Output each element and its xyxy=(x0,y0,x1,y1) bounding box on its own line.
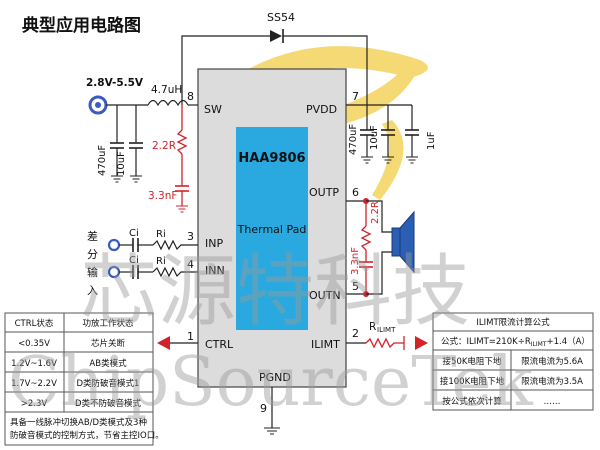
ilimt-formula-table xyxy=(432,312,594,411)
ctrl-table-header-2: 功放工作状态 xyxy=(82,318,134,329)
ctrl-table-header-1: CTRL状态 xyxy=(15,318,54,329)
pin-inp-label: INP xyxy=(205,237,223,250)
output-snubber-cap-label: 3.3nF xyxy=(350,247,361,275)
pin-number-4: 4 xyxy=(187,258,194,271)
ctrl-state-table xyxy=(4,312,154,446)
page-title: 典型应用电路图 xyxy=(22,15,141,36)
output-cap-10uf-label: 10uF xyxy=(369,125,380,150)
ilimt-table-title: ILIMT限流计算公式 xyxy=(476,317,550,328)
pin-number-5: 5 xyxy=(352,280,359,293)
ilimt-table-cell: 接50K电阻下地 xyxy=(443,356,502,367)
chip-body xyxy=(197,68,347,388)
pin-number-6: 6 xyxy=(352,186,359,199)
sw-snubber xyxy=(175,105,189,213)
watermark-en: ChipSourceTek xyxy=(8,343,534,422)
diff-input-char-4: 入 xyxy=(87,284,98,297)
ilimt-table-cell: 限流电流为5.6A xyxy=(521,356,583,367)
output-snubber xyxy=(359,201,373,294)
chip-inner-pad xyxy=(236,127,308,330)
ground-symbol xyxy=(111,175,142,183)
pin-number-7: 7 xyxy=(352,90,359,103)
pin-pvdd-label: PVDD xyxy=(306,103,337,116)
pin-number-9: 9 xyxy=(260,402,267,415)
ctrl-table-cell: D类不防破音模式 xyxy=(75,398,142,409)
ilimt-table-formula: 公式：ILIMT=210K÷RILIMT+1.4（A） xyxy=(441,336,590,348)
pin-inn-label: INN xyxy=(205,264,225,277)
ilimt-arrow-icon xyxy=(415,336,428,350)
input-cap-ci-n xyxy=(119,265,153,279)
watermark-cn: 芯源特科技 xyxy=(80,247,470,337)
sw-snubber-cap-label: 3.3nF xyxy=(148,190,177,202)
input-cap-10uf-label: 10uF xyxy=(116,151,127,176)
ctrl-table-note-line-1: 具备一线脉冲切换AB/D类模式及3种 xyxy=(10,417,147,428)
ctrl-arrow-icon xyxy=(157,336,170,350)
output-snubber-resistor-label: 2.2R xyxy=(370,201,381,224)
ctrl-table-cell: AB类模式 xyxy=(89,358,127,369)
pin-number-3: 3 xyxy=(187,230,194,243)
pin-outp-label: OUTP xyxy=(309,186,339,199)
ilimt-table-cell: 按公式依次计算 xyxy=(442,396,502,407)
pin-number-2: 2 xyxy=(352,327,359,340)
thermal-pad-label: Thermal Pad xyxy=(237,223,307,236)
speaker-icon xyxy=(391,210,415,274)
output-capacitor-10uf xyxy=(381,105,395,164)
output-capacitor-1uf xyxy=(405,105,419,164)
chip-name: HAA9806 xyxy=(238,151,305,166)
pin-sw-label: SW xyxy=(204,103,222,116)
ci-label-p: Ci xyxy=(129,228,139,239)
ctrl-table-cell: >2.3V xyxy=(21,399,48,409)
output-cap-1uf-label: 1uF xyxy=(426,131,437,150)
inductor-label: 4.7uH xyxy=(151,84,182,96)
ri-label-n: Ri xyxy=(156,256,166,267)
ilimt-table-cell: 限流电流为3.5A xyxy=(521,376,583,387)
rilimt-resistor xyxy=(365,336,405,350)
pin-ilimt-label: ILIMT xyxy=(311,338,340,351)
sw-snubber-resistor-label: 2.2R xyxy=(152,140,176,152)
pin-pgnd-label: PGND xyxy=(259,371,291,384)
ri-label-p: Ri xyxy=(156,229,166,240)
diode-label: SS54 xyxy=(267,11,295,24)
pin-ctrl-label: CTRL xyxy=(205,338,234,351)
ctrl-table-note-line-2: 防破音模式的控制方式，节省主控IO口。 xyxy=(10,430,164,441)
pgnd-ground xyxy=(264,387,280,435)
ctrl-table-cell: <0.35V xyxy=(18,339,50,349)
output-capacitor-470uf xyxy=(360,105,374,164)
output-cap-470uf-label: 470uF xyxy=(348,124,359,155)
input-resistor-ri-p xyxy=(152,239,198,251)
input-cap-470uf-label: 470uF xyxy=(97,145,108,176)
pin-number-1: 1 xyxy=(187,330,194,343)
ctrl-table-cell: 1.7V~2.2V xyxy=(11,379,57,389)
rilimt-sub-label: ILIMT xyxy=(377,326,396,334)
ctrl-table-cell: 芯片关断 xyxy=(91,338,126,349)
rilimt-label: R xyxy=(369,321,376,333)
input-cap-ci-p xyxy=(119,238,153,252)
diff-input-char-1: 差 xyxy=(87,229,98,243)
inductor xyxy=(147,99,189,107)
pin-number-8: 8 xyxy=(187,90,194,103)
schottky-diode xyxy=(181,29,368,105)
input-resistor-ri-n xyxy=(152,266,198,278)
diff-input-char-3: 输 xyxy=(87,265,98,279)
ilimt-table-cell: …… xyxy=(544,397,561,407)
input-voltage-label: 2.8V-5.5V xyxy=(86,77,144,89)
input-capacitor-470uf xyxy=(110,105,124,176)
input-source-terminal xyxy=(88,95,108,115)
ctrl-table-cell: D类防破音模式1 xyxy=(77,378,140,389)
ci-label-n: Ci xyxy=(129,255,139,266)
pin-outn-label: OUTN xyxy=(309,289,341,302)
diff-input-char-2: 分 xyxy=(87,248,98,261)
input-capacitor-10uf xyxy=(129,105,143,176)
ctrl-table-cell: 1.2V~1.6V xyxy=(11,359,57,369)
ilimt-table-cell: 接100K电阻下地 xyxy=(440,376,505,387)
